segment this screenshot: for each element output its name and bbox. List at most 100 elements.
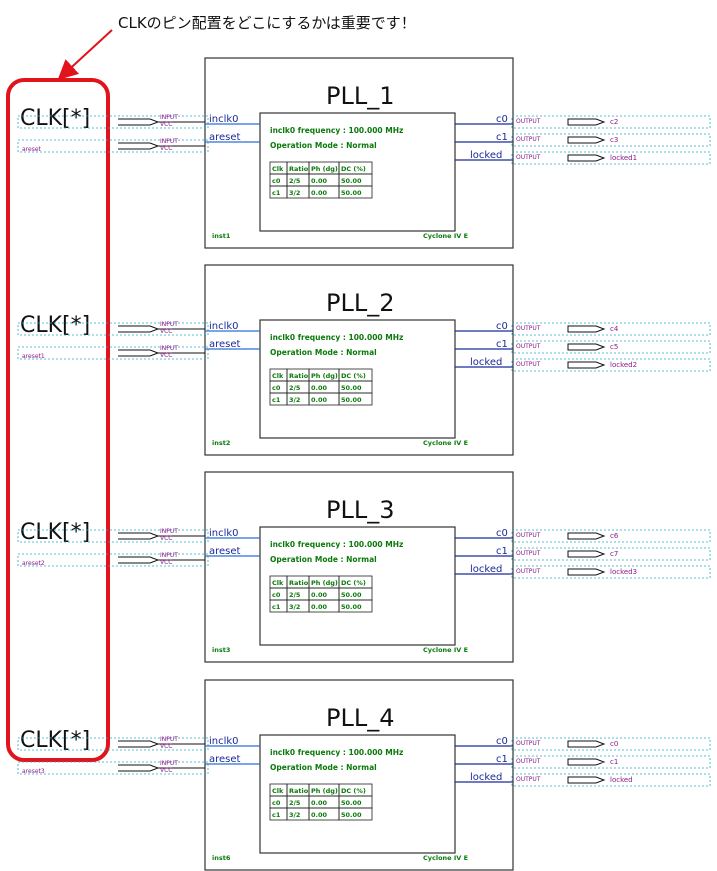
clk-pin-label: CLK[*] (20, 313, 90, 338)
pll-title: PLL_3 (326, 496, 394, 524)
table-cell: Clk (272, 372, 284, 380)
input-pin-symbol[interactable] (118, 740, 160, 748)
table-cell: Ph (dg) (311, 579, 338, 587)
table-cell: c1 (272, 603, 281, 611)
output-pin-symbol[interactable] (567, 361, 606, 369)
output-pin-name: c2 (610, 118, 618, 126)
pin-dotted-frame (17, 346, 209, 360)
pin-dotted-frame (17, 139, 209, 153)
input-pin-symbol[interactable] (118, 556, 160, 564)
pll-frequency: inclk0 frequency : 100.000 MHz (270, 748, 403, 757)
output-port-label: locked (470, 150, 502, 161)
table-cell: 50.00 (341, 591, 362, 599)
pin-vcc-label: VCC (160, 145, 172, 152)
pll-operation-mode: Operation Mode : Normal (270, 763, 377, 772)
table-cell: 3/2 (289, 189, 300, 197)
table-cell: 50.00 (341, 189, 362, 197)
output-pin-symbol[interactable] (567, 740, 606, 748)
pin-type-label: OUTPUT (516, 758, 541, 765)
output-port-label: locked (470, 564, 502, 575)
table-cell: DC (%) (341, 165, 366, 173)
pin-type-label: INPUT (160, 321, 178, 328)
pin-type-label: INPUT (160, 138, 178, 145)
input-wire-name: areset3 (22, 768, 45, 775)
output-pin-symbol[interactable] (567, 136, 606, 144)
pin-dotted-frame (511, 115, 711, 129)
pll-title: PLL_4 (326, 704, 394, 732)
pin-dotted-frame (511, 340, 711, 354)
table-cell: 0.00 (311, 799, 328, 807)
output-port-label: c0 (496, 736, 508, 747)
output-pin-name: locked2 (610, 361, 637, 369)
input-pin-symbol[interactable] (118, 349, 160, 357)
pin-dotted-frame (17, 529, 209, 543)
output-pin-symbol[interactable] (567, 325, 606, 333)
pin-dotted-frame (511, 547, 711, 561)
pin-dotted-frame (511, 151, 711, 165)
pin-type-label: OUTPUT (516, 532, 541, 539)
pin-dotted-frame (511, 322, 711, 336)
output-port-label: c1 (496, 546, 508, 557)
pin-vcc-label: VCC (160, 743, 172, 750)
output-pin-symbol[interactable] (567, 532, 606, 540)
table-cell-border (338, 392, 373, 406)
output-pin-symbol[interactable] (567, 118, 606, 126)
input-wire-name: areset1 (22, 353, 45, 360)
pin-type-label: INPUT (160, 345, 178, 352)
table-cell: 0.00 (311, 603, 328, 611)
pin-dotted-frame (511, 773, 711, 787)
table-cell: DC (%) (341, 787, 366, 795)
input-pin-symbol[interactable] (118, 532, 160, 540)
pin-vcc-label: VCC (160, 352, 172, 359)
table-cell: 3/2 (289, 811, 300, 819)
table-cell: 50.00 (341, 177, 362, 185)
output-port-label: c0 (496, 114, 508, 125)
output-pin-symbol[interactable] (567, 568, 606, 576)
input-pin-symbol[interactable] (118, 764, 160, 772)
table-cell: 2/5 (289, 384, 301, 392)
pll-title: PLL_2 (326, 289, 394, 317)
output-pin-symbol[interactable] (567, 550, 606, 558)
input-port-label: inclk0 (209, 321, 239, 332)
output-pin-symbol[interactable] (567, 758, 606, 766)
output-pin-symbol[interactable] (567, 154, 606, 162)
table-cell: 2/5 (289, 591, 301, 599)
table-cell: 50.00 (341, 799, 362, 807)
annotation-arrow (57, 29, 113, 81)
pin-type-label: OUTPUT (516, 550, 541, 557)
input-pin-symbol[interactable] (118, 118, 160, 126)
output-pin-name: c5 (610, 343, 618, 351)
output-pin-symbol[interactable] (567, 776, 606, 784)
table-cell: Clk (272, 165, 284, 173)
input-wire-name: areset (22, 146, 42, 153)
output-pin-symbol[interactable] (567, 343, 606, 351)
pin-dotted-frame (511, 133, 711, 147)
output-pin-name: locked (610, 776, 633, 784)
table-cell: 3/2 (289, 396, 300, 404)
pll-inner-box (259, 319, 456, 439)
table-cell-border (338, 807, 373, 821)
input-pin-symbol[interactable] (118, 325, 160, 333)
input-port-label: areset (209, 754, 241, 765)
output-pin-name: c0 (610, 740, 618, 748)
pll-inner-box (259, 526, 456, 646)
clk-pins-highlight (6, 78, 110, 762)
pin-type-label: OUTPUT (516, 568, 541, 575)
clk-pin-label: CLK[*] (20, 520, 90, 545)
device-name: Cyclone IV E (423, 646, 468, 654)
pin-type-label: INPUT (160, 528, 178, 535)
input-wire-name: areset2 (22, 560, 45, 567)
input-pin-symbol[interactable] (118, 142, 160, 150)
